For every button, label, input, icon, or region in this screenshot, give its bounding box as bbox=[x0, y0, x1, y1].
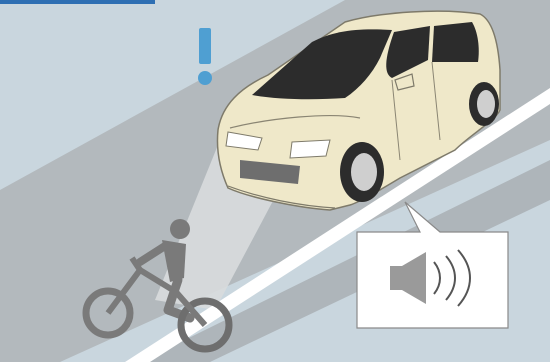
headlight-right bbox=[290, 140, 330, 158]
wheel-front bbox=[340, 142, 384, 202]
top-accent-bar bbox=[0, 0, 155, 4]
wheel-rear bbox=[469, 82, 499, 126]
exclamation-icon bbox=[198, 28, 212, 85]
side-window-rear bbox=[432, 22, 479, 62]
